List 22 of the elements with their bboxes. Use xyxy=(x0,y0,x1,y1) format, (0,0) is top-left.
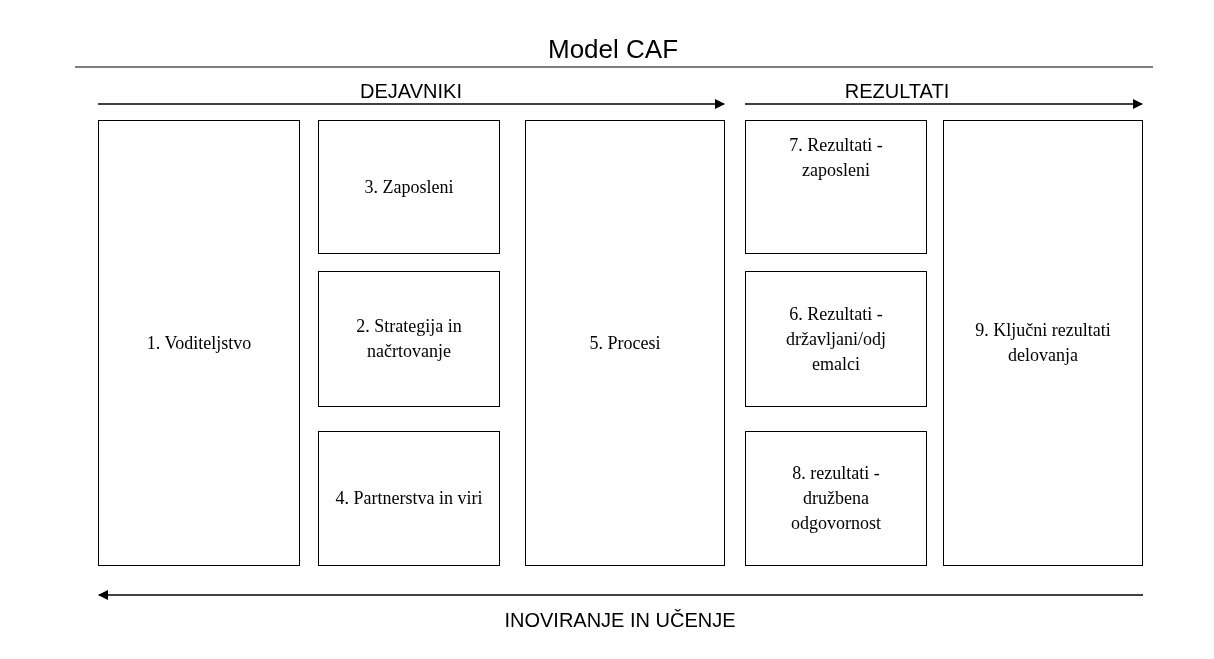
process-box xyxy=(525,120,725,566)
process-box xyxy=(98,120,300,566)
box-text: 2. Strategija in načrtovanje xyxy=(355,315,463,363)
process-box xyxy=(318,431,500,566)
box-text: 8. rezultati - družbena odgovornost xyxy=(790,462,882,535)
box-text: 7. Rezultati - zaposleni xyxy=(788,134,884,182)
box-text: 4. Partnerstva in viri xyxy=(335,487,483,510)
section-label: INOVIRANJE IN UČENJE xyxy=(504,609,736,632)
process-box xyxy=(318,120,500,254)
process-box xyxy=(318,271,500,407)
box-text: 3. Zaposleni xyxy=(364,175,454,199)
box-text: 5. Procesi xyxy=(589,331,661,355)
box-text: 6. Rezultati - državljani/odj emalci xyxy=(785,302,887,376)
process-box xyxy=(745,271,927,407)
box-text: 9. Ključni rezultati delovanja xyxy=(974,319,1112,367)
box-text: 1. Voditeljstvo xyxy=(146,331,252,355)
section-label: REZULTATI xyxy=(844,80,950,103)
process-box xyxy=(745,120,927,254)
section-label: DEJAVNIKI xyxy=(360,80,462,103)
title: Model CAF xyxy=(548,34,678,65)
process-box xyxy=(943,120,1143,566)
process-box xyxy=(745,431,927,566)
